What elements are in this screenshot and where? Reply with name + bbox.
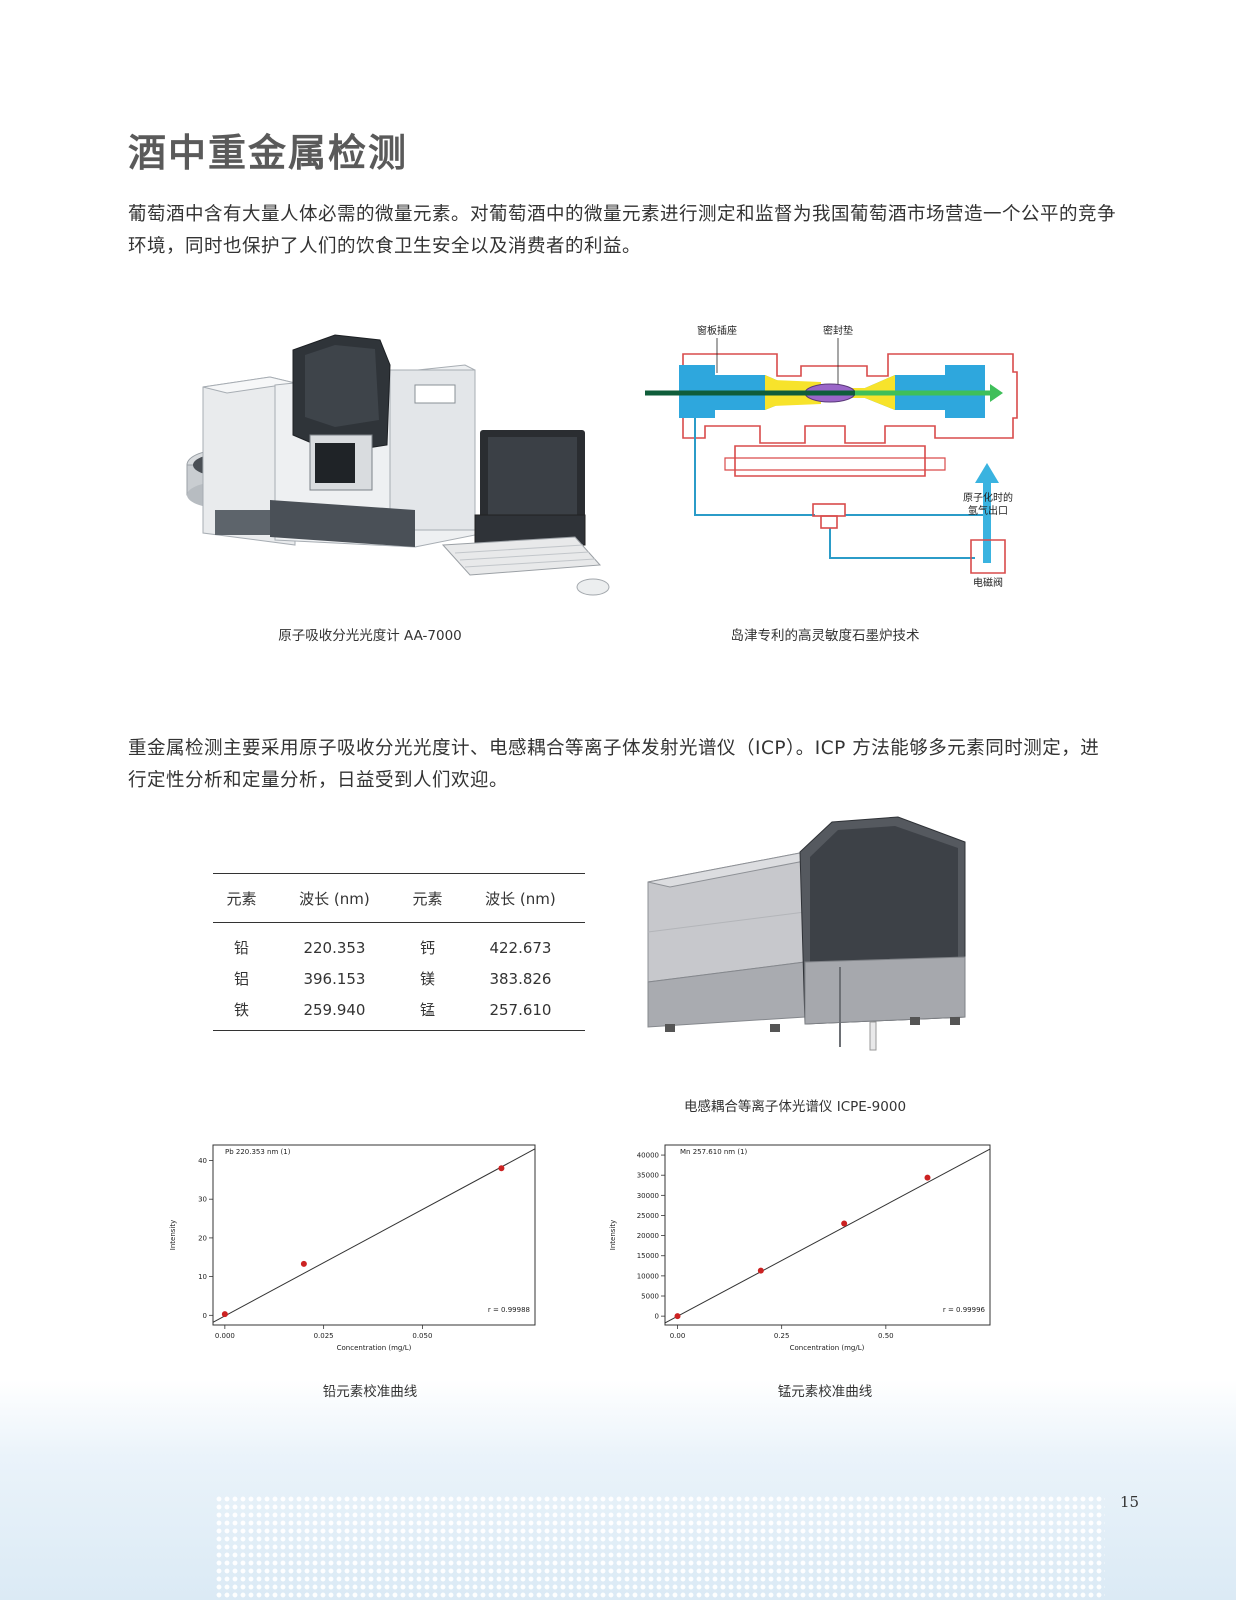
table-header-row: 元素 波长 (nm) 元素 波长 (nm) (213, 873, 585, 923)
header-element-2: 元素 (398, 873, 456, 923)
label-seal: 密封垫 (823, 324, 853, 337)
page-number: 15 (1120, 1493, 1140, 1511)
y-tick-label: 0 (655, 1313, 659, 1321)
y-tick-label: 25000 (637, 1212, 659, 1220)
label-window-socket: 窗板插座 (697, 324, 737, 337)
header-element-1: 元素 (213, 873, 270, 923)
table-cell: 镁 (419, 970, 435, 988)
table-cell: 钙 (419, 939, 435, 957)
lead-chart-caption: 铅元素校准曲线 (322, 1384, 418, 1400)
table-row: 铝 396.153 镁 383.826 (213, 963, 585, 994)
footer-dot-pattern (215, 1495, 1105, 1600)
y-tick-label: 30000 (637, 1192, 659, 1200)
calibration-point (300, 1260, 307, 1267)
manganese-chart-caption: 锰元素校准曲线 (777, 1384, 873, 1400)
header-wavelength-1: 波长 (nm) (269, 873, 399, 923)
label-argon-outlet-2: 氩气出口 (968, 504, 1008, 517)
table-cell: 220.353 (303, 938, 366, 957)
table-cell: 383.826 (489, 969, 552, 988)
y-tick-label: 0 (203, 1312, 207, 1320)
chart-ticks: 0 10 20 30 40 0.000 0.025 0.050 (198, 1157, 432, 1340)
table-cell: 422.673 (489, 938, 552, 957)
graphite-furnace-diagram: 窗板插座 密封垫 原子化时的 氩气出口 电磁阀 (645, 324, 1018, 589)
table-row: 铅 220.353 钙 422.673 (213, 923, 585, 964)
wavelength-table: 元素 波长 (nm) 元素 波长 (nm) 铅 220.353 钙 422.67… (213, 873, 585, 1031)
calibration-fit-line (212, 1148, 536, 1323)
calibration-point (498, 1165, 505, 1172)
lead-calibration-chart: Pb 220.353 nm (1) Intensity Concentratio… (169, 1144, 536, 1352)
label-argon-outlet-1: 原子化时的 (963, 491, 1013, 504)
x-tick-label: 0.000 (215, 1332, 235, 1340)
chart-title: Mn 257.610 nm (1) (680, 1148, 748, 1156)
table-cell: 铝 (233, 970, 249, 988)
y-tick-label: 20000 (637, 1232, 659, 1240)
x-tick-label: 0.050 (412, 1332, 432, 1340)
table-cell: 铁 (213, 994, 270, 1031)
calibration-point (757, 1267, 764, 1274)
calibration-point (674, 1313, 681, 1320)
chart-title: Pb 220.353 nm (1) (225, 1148, 291, 1156)
table-cell: 259.940 (269, 994, 399, 1031)
methods-paragraph: 重金属检测主要采用原子吸收分光光度计、电感耦合等离子体发射光谱仪（ICP）。IC… (128, 738, 1100, 791)
y-tick-label: 40000 (637, 1152, 659, 1160)
calibration-point (221, 1311, 228, 1318)
calibration-point (841, 1220, 848, 1227)
header-wavelength-2: 波长 (nm) (455, 873, 585, 923)
correlation-annotation: r = 0.99988 (488, 1306, 530, 1314)
y-tick-label: 5000 (641, 1293, 659, 1301)
y-tick-label: 10 (198, 1273, 207, 1281)
icpe9000-instrument-photo (647, 816, 966, 1051)
y-axis-label: Intensity (169, 1220, 177, 1250)
x-tick-label: 0.50 (878, 1332, 894, 1340)
x-axis-label: Concentration (mg/L) (790, 1344, 865, 1352)
x-axis-label: Concentration (mg/L) (337, 1344, 412, 1352)
x-tick-label: 0.00 (670, 1332, 686, 1340)
calibration-fit-line (664, 1148, 991, 1324)
y-tick-label: 10000 (637, 1272, 659, 1280)
x-tick-label: 0.25 (774, 1332, 790, 1340)
y-tick-label: 30 (198, 1196, 207, 1204)
y-axis-label: Intensity (609, 1220, 617, 1250)
label-solenoid: 电磁阀 (973, 576, 1003, 589)
table-cell: 铅 (233, 939, 249, 957)
y-tick-label: 35000 (637, 1172, 659, 1180)
icpe-caption: 电感耦合等离子体光谱仪 ICPE-9000 (683, 1099, 907, 1115)
chart-ticks: 0 5000 10000 15000 20000 25000 30000 35000 40000… (637, 1152, 894, 1340)
aa7000-caption: 原子吸收分光光度计 AA-7000 (278, 628, 462, 644)
table-cell: 257.610 (455, 994, 585, 1031)
aa7000-instrument-photo (186, 334, 610, 596)
chart-marks (212, 1148, 536, 1323)
manganese-calibration-chart: Mn 257.610 nm (1) Intensity Concentratio… (609, 1144, 991, 1352)
table-cell: 396.153 (303, 969, 366, 988)
table-row: 铁 259.940 锰 257.610 (213, 994, 585, 1031)
y-tick-label: 20 (198, 1234, 207, 1242)
chart-marks (664, 1148, 991, 1324)
table-cell: 锰 (398, 994, 456, 1031)
furnace-caption: 岛津专利的高灵敏度石墨炉技术 (730, 628, 920, 644)
x-tick-label: 0.025 (314, 1332, 334, 1340)
correlation-annotation: r = 0.99996 (943, 1306, 986, 1314)
page-title: 酒中重金属检测 (128, 131, 409, 175)
calibration-point (924, 1174, 931, 1181)
y-tick-label: 15000 (637, 1252, 659, 1260)
y-tick-label: 40 (198, 1157, 207, 1165)
intro-paragraph: 葡萄酒中含有大量人体必需的微量元素。对葡萄酒中的微量元素进行测定和监督为我国葡萄… (128, 204, 1117, 257)
